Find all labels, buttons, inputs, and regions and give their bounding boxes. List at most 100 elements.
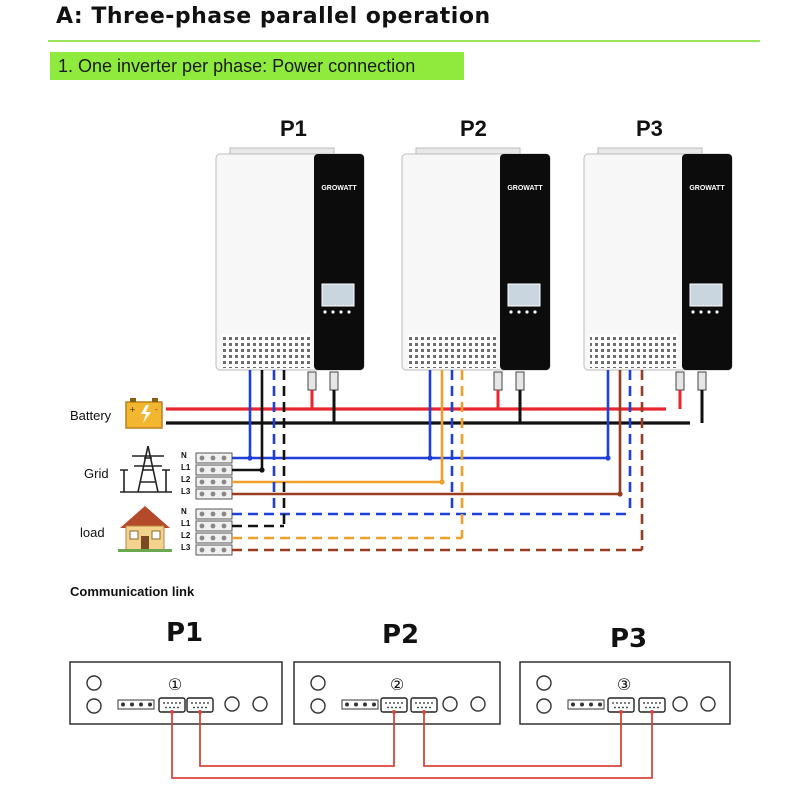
svg-text:-: - (155, 405, 158, 414)
wire-junction-dot (259, 467, 265, 473)
db9-pin (645, 706, 647, 709)
wire-junction-dot (427, 455, 433, 461)
db9-pin (657, 706, 659, 709)
board-knob (536, 675, 552, 691)
comm-cable-end (198, 710, 202, 714)
inverter-p3: GROWATT (583, 147, 733, 391)
db9-pin (393, 702, 395, 704)
db9-pin (612, 702, 614, 704)
board-terminal-screw (598, 702, 602, 707)
grid-label: Grid (84, 466, 109, 481)
wire-junction-dot (439, 479, 445, 485)
terminal-screw (210, 467, 216, 473)
db9-pin (191, 702, 193, 704)
db9-pin (387, 706, 389, 709)
terminal-screw (199, 547, 205, 553)
board-terminal-screw (148, 702, 152, 707)
dc-connector (329, 371, 339, 391)
db9-pin (655, 702, 657, 704)
inverter-vent (222, 334, 310, 368)
terminal-screw (221, 479, 227, 485)
db9-pin (173, 706, 175, 709)
db9-pin (207, 702, 209, 704)
db9-pin (165, 706, 167, 709)
terminal-screw (210, 511, 216, 517)
comm-cable-p2-p3 (423, 712, 622, 767)
inverter-label-p2: P2 (460, 116, 487, 141)
terminal-screw (210, 479, 216, 485)
inverter-vent (408, 334, 496, 368)
inverter-button (715, 310, 719, 314)
board-terminal (341, 699, 379, 710)
db9-pin (419, 702, 421, 704)
wire-junction-dot (605, 455, 611, 461)
terminal-screw (199, 535, 205, 541)
board-terminal-screw (580, 702, 584, 707)
board-knob (470, 696, 486, 712)
db9-pin (423, 702, 425, 704)
inverter-display (321, 283, 355, 307)
inverter-brand: GROWATT (321, 185, 357, 192)
db9-pin (622, 706, 624, 709)
section-subtitle: 1. One inverter per phase: Power connect… (50, 52, 464, 80)
terminal-screw (221, 547, 227, 553)
comm-cable-end (392, 710, 396, 714)
terminal-screw (210, 535, 216, 541)
db9-pin (179, 702, 181, 704)
page-title: A: Three-phase parallel operation (56, 4, 491, 29)
inverter-display (689, 283, 723, 307)
db9-pin (195, 702, 197, 704)
db9-pin (167, 702, 169, 704)
board-terminal-screw (354, 702, 358, 707)
inverter-front-panel (500, 154, 550, 370)
load-terminal-label: L2 (181, 531, 191, 540)
battery-icon: + - (125, 398, 163, 429)
dc-connector (697, 371, 707, 391)
wire-junction-dot (247, 455, 253, 461)
grid-terminal-label: L1 (181, 463, 191, 472)
db9-pin (643, 702, 645, 704)
comm-cable-end (650, 710, 654, 714)
db9-pin (614, 706, 616, 709)
board-terminal (117, 699, 155, 710)
db9-pin (620, 702, 622, 704)
grid-terminal-label: L2 (181, 475, 191, 484)
terminal-screw (199, 523, 205, 529)
inverter-button (509, 310, 513, 314)
dc-connector (675, 371, 685, 391)
db9-pin (389, 702, 391, 704)
db9-port (158, 697, 186, 713)
comm-board-outline (69, 661, 283, 725)
db9-pin (169, 706, 171, 709)
inverter-brand: GROWATT (689, 185, 725, 192)
db9-port (607, 697, 635, 713)
inverter-display (507, 283, 541, 307)
db9-port (186, 697, 214, 713)
inverter-p1: GROWATT (215, 147, 365, 391)
db9-pin (415, 702, 417, 704)
db9-pin (197, 706, 199, 709)
inverter-top-rail (597, 147, 703, 155)
db9-pin (429, 706, 431, 709)
db9-pin (177, 706, 179, 709)
db9-pin (626, 706, 628, 709)
port-number: ② (390, 675, 404, 694)
inverter-brand: GROWATT (507, 185, 543, 192)
terminal-screw (221, 455, 227, 461)
house-icon (118, 506, 172, 552)
db9-pin (421, 706, 423, 709)
inverter-button (323, 310, 327, 314)
comm-cable-p1-p3 (171, 712, 653, 779)
inverter-button (339, 310, 343, 314)
comm-label-p1: P1 (166, 618, 204, 648)
terminal-screw (221, 535, 227, 541)
port-number: ① (168, 675, 182, 694)
db9-pin (649, 706, 651, 709)
db9-pin (628, 702, 630, 704)
inverter-vent (590, 334, 678, 368)
load-terminal-label: N (181, 507, 187, 516)
db9-pin (417, 706, 419, 709)
db9-pin (193, 706, 195, 709)
db9-pin (391, 706, 393, 709)
inverter-button (347, 310, 351, 314)
